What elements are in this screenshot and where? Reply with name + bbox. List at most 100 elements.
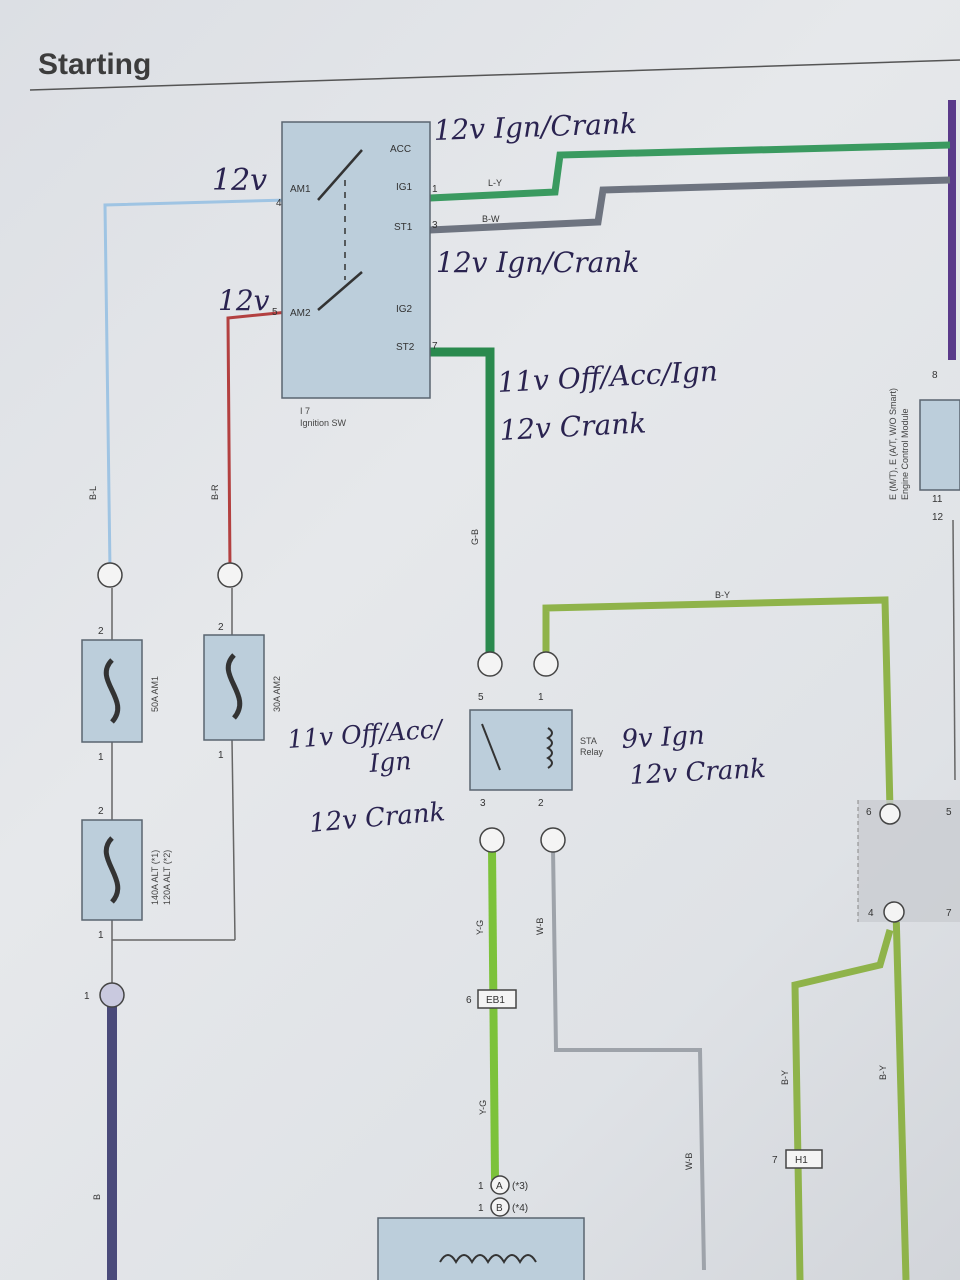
- fuse-am1-pin-bottom: 1: [98, 752, 104, 763]
- fuse-am1-symbol: [103, 658, 121, 724]
- connector-a-label: A: [496, 1181, 503, 1192]
- connector-h1: [785, 1149, 823, 1169]
- junction-pin-6: 6: [866, 807, 872, 818]
- connector-a: [490, 1175, 510, 1195]
- annotation-relay-left-1: 11v Off/Acc/: [286, 714, 445, 754]
- connector-eb1: [477, 989, 517, 1009]
- terminal-ig2: IG2: [396, 304, 413, 315]
- annotation-relay-right-2: 12v Crank: [629, 754, 767, 791]
- pin-am2: 5: [272, 307, 278, 318]
- wire-code-relay-out: Y-G: [475, 920, 485, 935]
- page-title: Starting: [38, 48, 151, 81]
- ecm-pin-12: 12: [932, 512, 944, 523]
- ignition-switch-ref: I 7: [300, 406, 310, 416]
- annotation-relay-left-3: 12v Crank: [308, 797, 446, 839]
- fuse-alt-name-2: 120A ALT (*2): [162, 850, 172, 905]
- wire-code-st2: G-B: [470, 529, 480, 545]
- wire-ig1-green: [429, 141, 951, 202]
- connector-am2: [217, 562, 243, 588]
- sta-relay-pin-1: 1: [538, 692, 544, 703]
- junction-connector-top: [879, 803, 901, 825]
- wire-relay-ground-gray: [551, 847, 706, 1271]
- wire-am2-down: [231, 739, 236, 941]
- wire-branch-green: [791, 929, 894, 1280]
- fuse-alt-pin-top: 2: [98, 806, 104, 817]
- connector-b: [490, 1197, 510, 1217]
- connector-relay-5: [477, 651, 503, 677]
- starter-box: [377, 1217, 585, 1280]
- sta-relay-pin-3: 3: [480, 798, 486, 809]
- annotation-st2-1: 11v Off/Acc/Ign: [497, 354, 719, 399]
- junction-connector-bottom: [883, 901, 905, 923]
- wire-code-ig1: L-Y: [488, 178, 502, 188]
- terminal-ig1: IG1: [396, 182, 413, 193]
- sta-relay-pin-2: 2: [538, 798, 544, 809]
- ecm-box: [919, 399, 960, 491]
- wire-relay-coil-green: [542, 596, 894, 811]
- terminal-am1: AM1: [290, 184, 311, 195]
- fuse-am2-pin-top: 2: [218, 622, 224, 633]
- annotation-relay-left-2: Ign: [367, 746, 412, 778]
- pin-am1: 4: [276, 198, 282, 209]
- wire-st2-green: [430, 347, 495, 660]
- connector-relay-1: [533, 651, 559, 677]
- switch-contact-am1: [317, 149, 363, 201]
- connector-h1-pin: 7: [772, 1155, 778, 1166]
- junction-block: [858, 800, 960, 922]
- fuse-am1-pin-top: 2: [98, 626, 104, 637]
- wire-am1-blue: [103, 198, 289, 571]
- sta-relay-coil: [546, 727, 553, 769]
- connector-b-label: B: [496, 1203, 503, 1214]
- connector-am1: [97, 562, 123, 588]
- wire-code-battery: B: [92, 1194, 102, 1200]
- connector-eb1-code: EB1: [486, 995, 505, 1006]
- junction-pin-4: 4: [868, 908, 874, 919]
- wire-code-st1: B-W: [482, 214, 500, 224]
- pin-ig1: 1: [432, 184, 438, 195]
- connector-h1-code: H1: [795, 1155, 808, 1166]
- connector-relay-2: [540, 827, 566, 853]
- fuse-am1-name: 50A AM1: [150, 676, 160, 712]
- fuse-am2-symbol: [225, 653, 243, 720]
- ecm-pin-11: 11: [932, 494, 943, 505]
- ignition-switch-box: [281, 121, 431, 399]
- ecm-label-1: E (M/T), E (A/T, W/O Smart): [888, 388, 898, 500]
- fuse-alt-name-1: 140A ALT (*1): [150, 850, 160, 905]
- connector-relay-3: [479, 827, 505, 853]
- sta-relay-box: [469, 709, 573, 791]
- terminal-acc: ACC: [390, 144, 411, 155]
- wire-relay-output-green: [488, 847, 499, 1181]
- fuse-alt-pin-bottom: 1: [98, 930, 104, 941]
- annotation-ig1: 12v Ign/Crank: [433, 107, 637, 147]
- connector-b-note: (*4): [512, 1203, 528, 1214]
- annotation-relay-right-1: 9v Ign: [621, 721, 706, 755]
- connector-a-note: (*3): [512, 1181, 528, 1192]
- connector-battery: [99, 982, 125, 1008]
- wire-code-am1: B-L: [88, 486, 98, 500]
- annotation-am1-voltage: 12v: [212, 163, 267, 198]
- wire-code-relay-gnd: W-B: [535, 918, 545, 935]
- wire-code-relay-out-lower: Y-G: [478, 1100, 488, 1115]
- pin-st2: 7: [432, 341, 438, 352]
- wire-code-right: B-Y: [878, 1065, 888, 1080]
- wire-ecm-down: [952, 519, 956, 781]
- junction-pin-7: 7: [946, 908, 952, 919]
- wire-code-am2: B-R: [210, 484, 220, 500]
- terminal-am2: AM2: [290, 308, 311, 319]
- annotation-am2-voltage: 12v: [218, 284, 270, 317]
- ecm-pin-8: 8: [932, 370, 938, 381]
- title-rule: [29, 59, 960, 91]
- wire-st1-gray: [429, 176, 951, 234]
- wire-code-gnd-lower: W-B: [684, 1153, 694, 1170]
- wire-code-branch: B-Y: [780, 1070, 790, 1085]
- pin-st1: 3: [432, 220, 438, 231]
- fuse-alt-symbol: [103, 836, 121, 904]
- terminal-st2: ST2: [396, 342, 415, 353]
- switch-contact-am2: [317, 271, 363, 311]
- ignition-switch-name: Ignition SW: [300, 418, 347, 428]
- annotation-st1: 12v Ign/Crank: [436, 246, 639, 279]
- connector-battery-pin: 1: [84, 991, 90, 1002]
- connector-eb1-pin: 6: [466, 995, 472, 1006]
- ecm-label-2: Engine Control Module: [900, 408, 910, 500]
